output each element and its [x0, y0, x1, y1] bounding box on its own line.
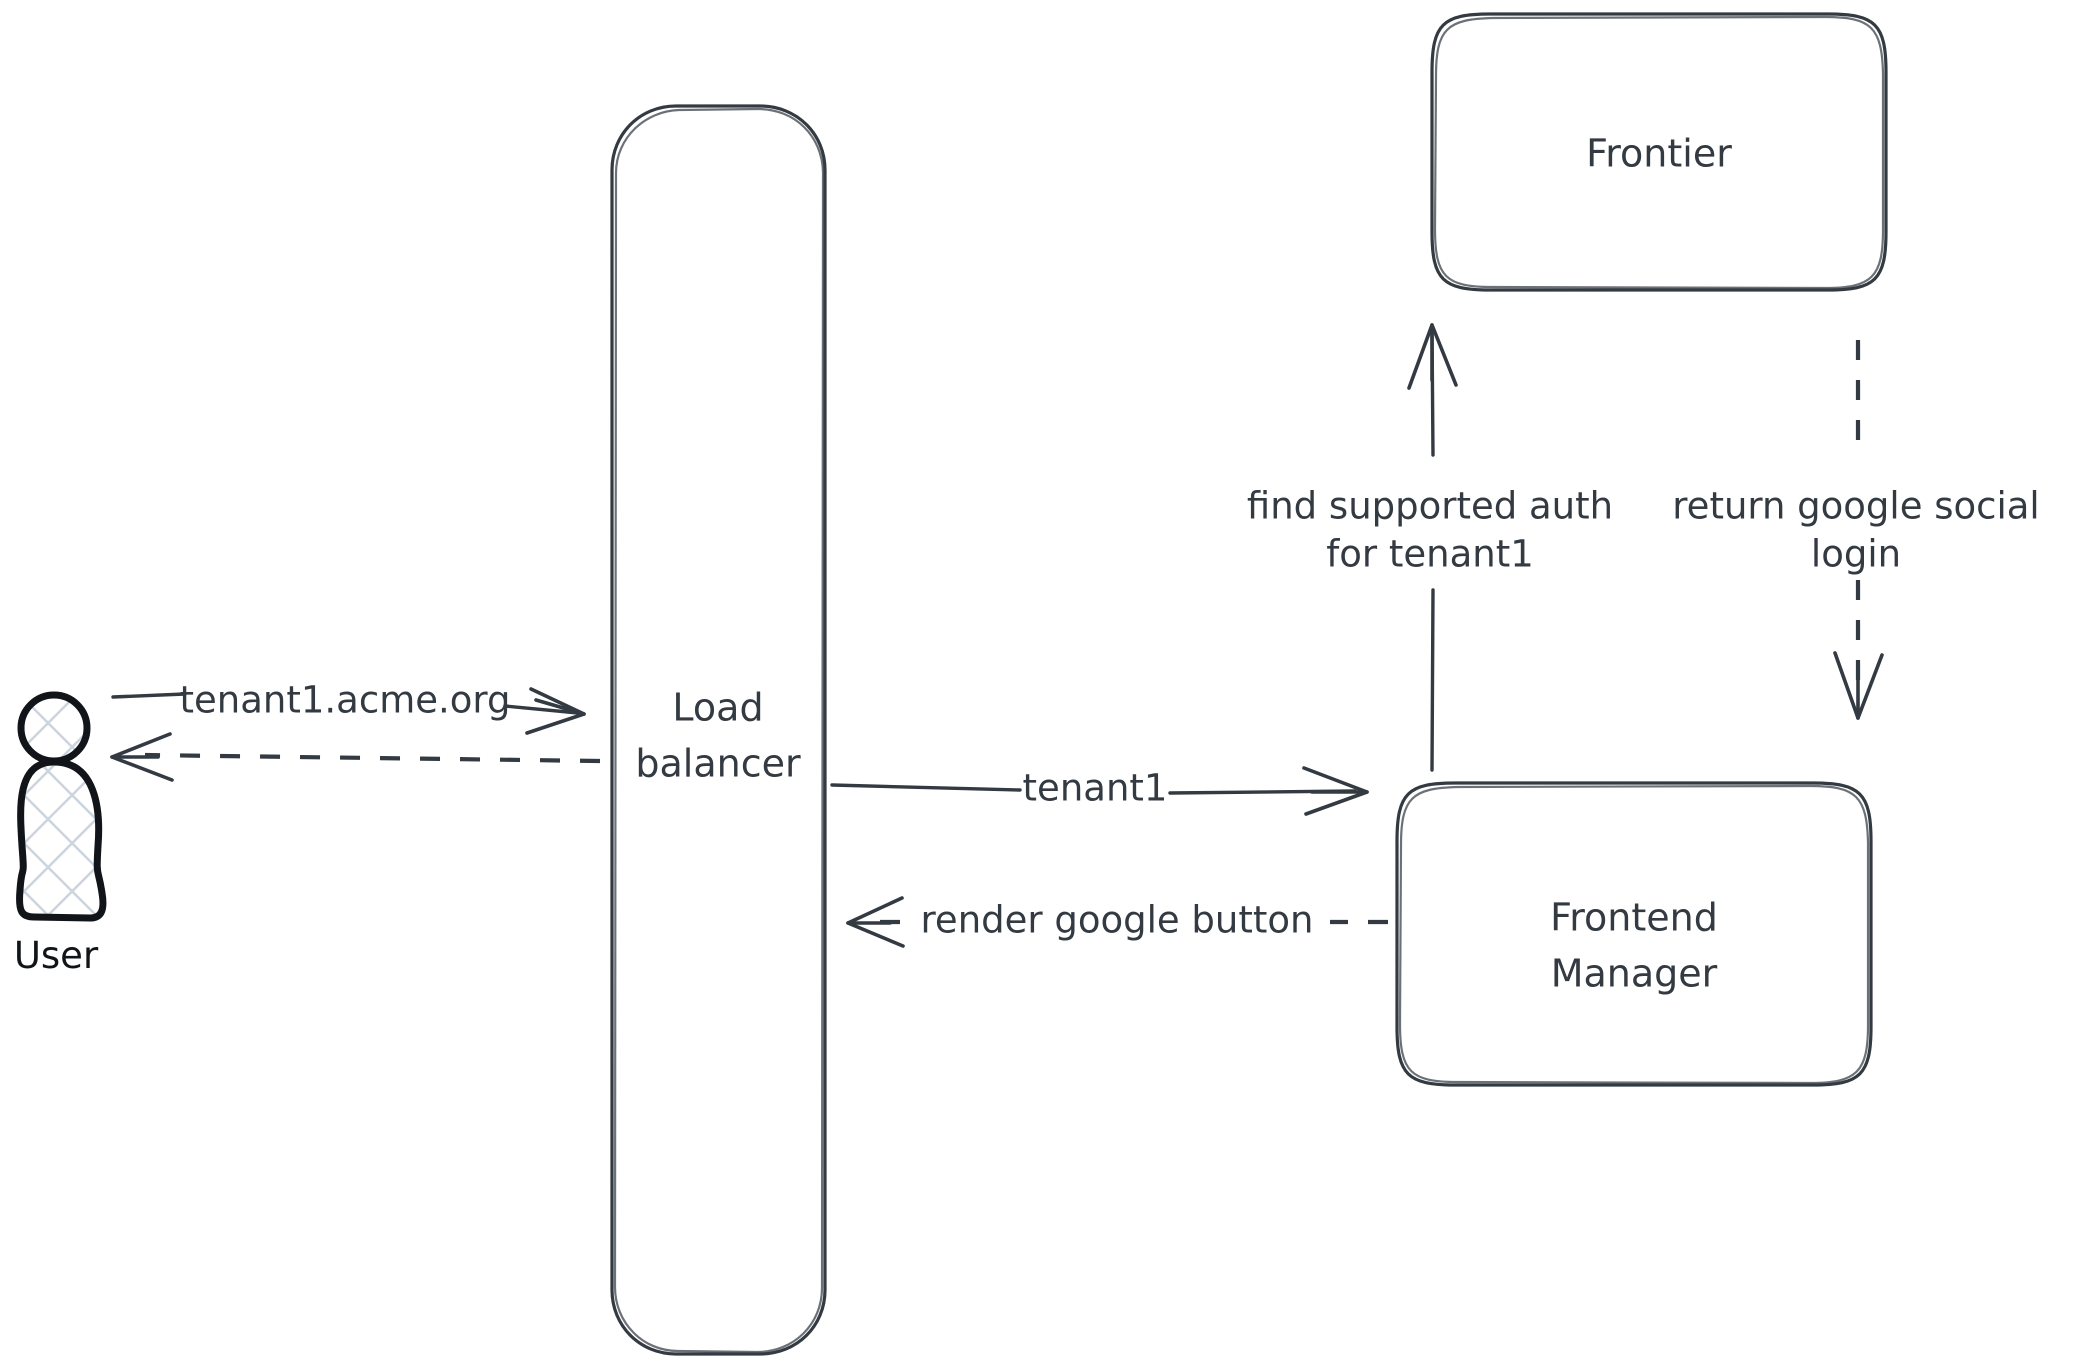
edge-load-balancer-to-frontend-manager[interactable]: tenant1 — [830, 766, 1369, 816]
node-user[interactable]: User — [14, 691, 107, 977]
edge-frontier-to-frontend-manager[interactable]: return google social login — [1672, 340, 2040, 720]
user-actor-icon — [16, 691, 107, 922]
edge-label-find-supported-auth-line2: for tenant1 — [1326, 533, 1534, 576]
frontier-label: Frontier — [1586, 132, 1732, 176]
edge-label-return-google-social-line1: return google social — [1672, 485, 2039, 528]
node-frontier[interactable]: Frontier — [1430, 12, 1888, 292]
edge-load-balancer-to-user[interactable] — [110, 732, 601, 782]
node-load-balancer[interactable]: Load balancer — [610, 104, 827, 1356]
edge-frontend-manager-to-frontier[interactable]: find supported auth for tenant1 — [1247, 323, 1613, 772]
edge-label-tenant1: tenant1 — [1023, 767, 1168, 810]
edge-label-return-google-social-line2: login — [1811, 533, 1901, 576]
frontend-manager-label-line2: Manager — [1551, 952, 1718, 996]
load-balancer-label-line1: Load — [672, 686, 763, 730]
frontend-manager-label-line1: Frontend — [1550, 896, 1718, 940]
edge-label-tenant-domain: tenant1.acme.org — [180, 679, 511, 722]
user-label: User — [14, 934, 99, 977]
edge-user-to-load-balancer[interactable]: tenant1.acme.org — [111, 679, 586, 735]
edge-frontend-manager-to-load-balancer[interactable]: render google button — [846, 896, 1388, 948]
edge-label-find-supported-auth-line1: find supported auth — [1247, 485, 1613, 528]
load-balancer-label-line2: balancer — [635, 742, 801, 786]
edge-label-render-google-button: render google button — [921, 899, 1314, 942]
node-frontend-manager[interactable]: Frontend Manager — [1395, 781, 1873, 1087]
